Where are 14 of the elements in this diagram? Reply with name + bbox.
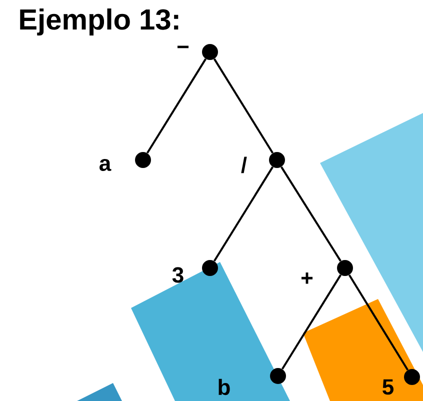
tree-line [213, 166, 274, 262]
node-label: + [302, 272, 313, 284]
node-label: 5 [382, 379, 394, 395]
tree-line [281, 274, 342, 370]
node-label: b [218, 378, 230, 396]
node-label: a [100, 158, 112, 172]
tree-line [348, 274, 409, 371]
node-label: − [178, 46, 189, 48]
node-label: 3 [172, 267, 184, 283]
node-label: / [241, 156, 247, 174]
tree-line [280, 166, 342, 262]
title: Ejemplo 13: [20, 8, 178, 36]
tree-line [213, 58, 274, 154]
tree-line [146, 58, 207, 154]
